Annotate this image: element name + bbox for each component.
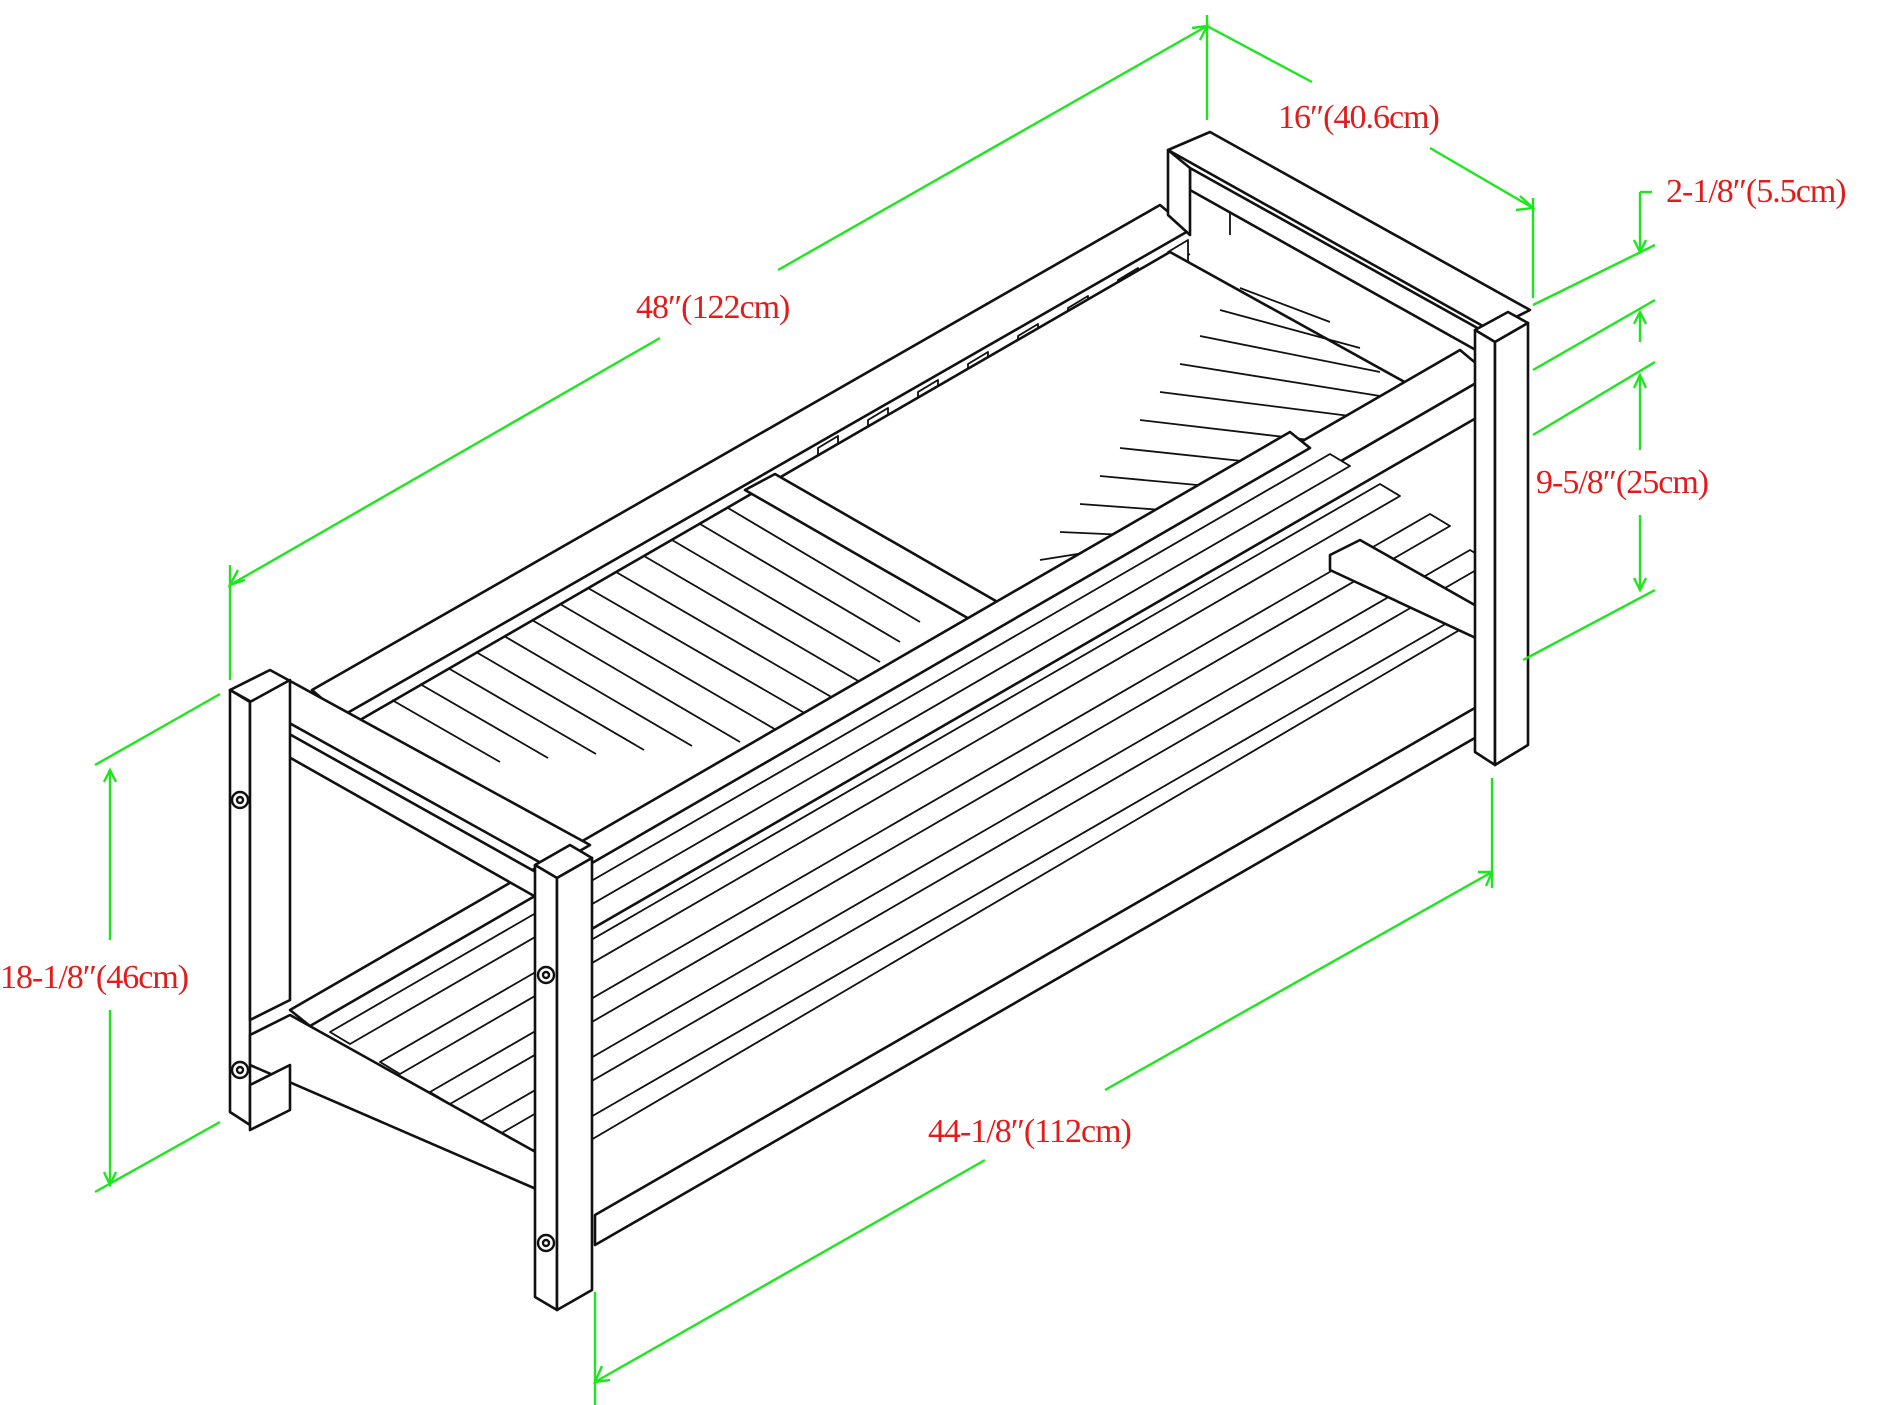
dimension-lines xyxy=(94,15,1656,1405)
arrowhead xyxy=(227,569,246,588)
dim-line-top-length-a xyxy=(229,336,661,587)
right-arm-top xyxy=(1166,130,1532,332)
bench-part xyxy=(447,667,597,755)
bench-part xyxy=(391,699,501,763)
bench-part xyxy=(615,571,841,703)
bench-part xyxy=(503,635,693,747)
label-seat-height: 18-1/8″(46cm) xyxy=(0,959,188,996)
left-back-post-side xyxy=(248,678,292,1022)
ext-line-seat-bottom xyxy=(94,1120,221,1194)
arrowhead xyxy=(593,1365,611,1384)
bench-part xyxy=(1199,335,1381,373)
arrowhead xyxy=(1632,239,1648,255)
left-lower-stretcher xyxy=(248,1013,552,1197)
left-back-post-front xyxy=(228,688,252,1127)
bolt-icon xyxy=(541,1238,551,1248)
bench-part xyxy=(1219,309,1361,349)
right-front-post-front xyxy=(1473,328,1497,767)
bolt-icons xyxy=(230,790,556,1253)
bolt-icon xyxy=(235,795,245,805)
shelf-slats xyxy=(329,453,1491,1165)
arrowhead xyxy=(1478,870,1494,887)
arrowhead xyxy=(1191,24,1210,41)
arrowhead xyxy=(1632,577,1648,593)
bench-part xyxy=(1159,391,1351,417)
bolt-icon xyxy=(235,1065,245,1075)
right-back-post-front xyxy=(1166,148,1192,237)
arrowhead xyxy=(102,1171,118,1188)
bolt-icon xyxy=(541,970,551,980)
label-arm-height: 9-5/8″(25cm) xyxy=(1536,464,1708,501)
right-front-post-side xyxy=(1493,321,1530,767)
left-arm-top xyxy=(228,668,592,870)
arrowhead xyxy=(102,767,118,783)
dim-line-inner-a xyxy=(594,1158,986,1384)
bench-part xyxy=(643,555,861,683)
ext-line-seat-top xyxy=(94,692,221,767)
label-depth: 16″(40.6cm) xyxy=(1278,99,1439,136)
bench-part xyxy=(531,619,741,743)
ext-line-arm-top xyxy=(1532,243,1656,307)
bench-part xyxy=(379,483,1401,1075)
bench-part xyxy=(559,603,791,739)
arrowhead xyxy=(1632,309,1648,325)
bench-part xyxy=(727,507,921,623)
bench-part xyxy=(1179,363,1381,397)
label-inner-length: 44-1/8″(112cm) xyxy=(928,1113,1131,1150)
bench-part xyxy=(587,587,821,723)
ext-line-armheight-bottom xyxy=(1522,588,1656,662)
ext-line-armheight-top xyxy=(1532,360,1656,437)
left-front-post-side xyxy=(555,856,594,1312)
arrowhead xyxy=(1632,372,1648,389)
dimension-labels: 16″(40.6cm) 48″(122cm) 2-1/8″(5.5cm) 9-5… xyxy=(0,99,1847,1150)
dim-line-depth-b xyxy=(1429,146,1534,210)
ext-line-arm-bottom xyxy=(1532,298,1656,372)
bench-part xyxy=(699,523,901,643)
dim-line-inner-b xyxy=(1104,870,1493,1092)
arrowhead xyxy=(1515,195,1536,212)
bench-part xyxy=(671,539,881,663)
seat-slats-left xyxy=(391,507,921,763)
label-top-length: 48″(122cm) xyxy=(636,289,789,326)
bench-part xyxy=(1239,287,1331,323)
dim-line-top-length-b xyxy=(777,24,1208,272)
bench-part xyxy=(419,683,549,759)
label-arm-thickness: 2-1/8″(5.5cm) xyxy=(1666,173,1846,210)
left-back-foot xyxy=(248,1063,292,1132)
bench-drawing xyxy=(228,130,1532,1312)
dim-line-depth-a xyxy=(1206,24,1313,84)
bench-part xyxy=(475,651,645,751)
